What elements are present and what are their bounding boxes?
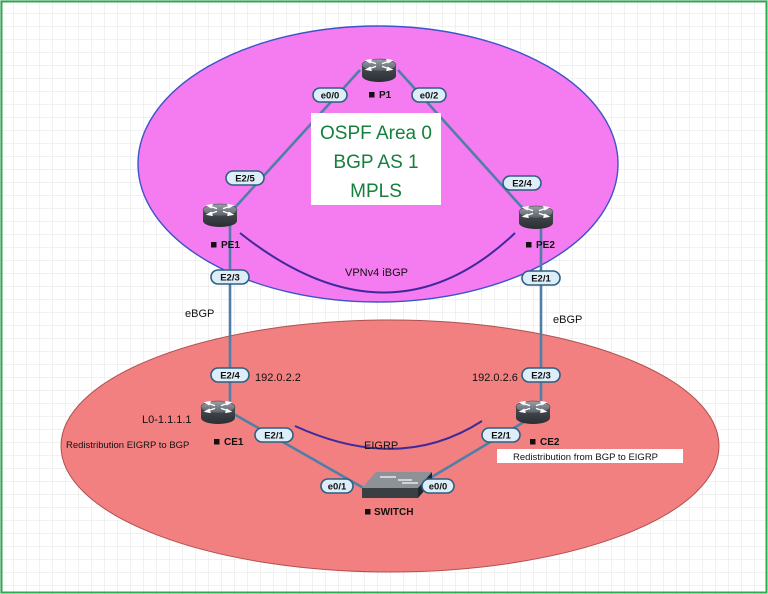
iface-pe1-e2-5[interactable]: E2/5: [225, 170, 265, 186]
iface-p1-e0-0[interactable]: e0/0: [312, 87, 348, 103]
iface-p1-e0-2[interactable]: e0/2: [411, 87, 447, 103]
iface-ce2-e2-1[interactable]: E2/1: [481, 427, 521, 443]
iface-label: e0/1: [328, 482, 347, 493]
iface-label: E2/3: [531, 371, 551, 382]
router-ce2[interactable]: CE2: [515, 400, 560, 448]
redistribution-ce2-label: Redistribution from BGP to EIGRP: [513, 452, 658, 463]
square-marker-icon: [530, 439, 536, 445]
loopback-label: L0-1.1.1.1: [142, 414, 192, 426]
vpnv4-session-curve: [239, 232, 516, 294]
core-line-1: OSPF Area 0: [320, 123, 432, 144]
square-marker-icon: [365, 509, 371, 515]
iface-pe1-e2-3[interactable]: E2/3: [210, 269, 250, 285]
eigrp-label: EIGRP: [364, 440, 398, 452]
iface-ce1-e2-4[interactable]: E2/4: [210, 367, 250, 383]
iface-label: E2/4: [220, 371, 240, 382]
device-name-pe2: PE2: [536, 240, 555, 251]
square-marker-icon: [369, 92, 375, 98]
iface-switch-e0-0[interactable]: e0/0: [421, 478, 455, 494]
iface-label: E2/1: [491, 431, 511, 442]
device-name-switch: SWITCH: [374, 507, 413, 518]
square-marker-icon: [214, 439, 220, 445]
iface-label: E2/4: [512, 179, 532, 190]
iface-ce1-e2-1[interactable]: E2/1: [254, 427, 294, 443]
router-icon: [200, 400, 236, 425]
core-info-box: OSPF Area 0 BGP AS 1 MPLS: [311, 113, 441, 205]
ce1-ip-label: 192.0.2.2: [255, 372, 301, 384]
iface-pe2-e2-4[interactable]: E2/4: [502, 175, 542, 191]
router-icon: [202, 203, 238, 228]
device-name-pe1: PE1: [221, 240, 240, 251]
router-icon: [515, 400, 551, 425]
router-icon: [518, 205, 554, 230]
iface-label: E2/3: [220, 273, 240, 284]
iface-label: E2/1: [264, 431, 284, 442]
iface-label: e0/2: [420, 91, 439, 102]
ce2-ip-label: 192.0.2.6: [472, 372, 518, 384]
ebgp-label-right: eBGP: [553, 314, 582, 326]
redistribution-ce2-note: Redistribution from BGP to EIGRP: [497, 449, 683, 463]
square-marker-icon: [211, 242, 217, 248]
link-ce1-switch: [231, 411, 368, 492]
switch-icon: [362, 472, 432, 498]
iface-label: e0/0: [429, 482, 448, 493]
eigrp-session-curve: [294, 420, 483, 450]
iface-pe2-e2-1[interactable]: E2/1: [521, 270, 561, 286]
customer-eigrp-area: [60, 319, 720, 573]
switch-device[interactable]: SWITCH: [362, 472, 432, 518]
iface-label: E2/5: [235, 174, 255, 185]
router-pe2[interactable]: PE2: [518, 205, 555, 251]
router-icon: [361, 58, 397, 83]
router-pe1[interactable]: PE1: [202, 203, 240, 251]
redistribution-ce1-label: Redistribution EIGRP to BGP: [66, 440, 189, 451]
iface-ce2-e2-3[interactable]: E2/3: [521, 367, 561, 383]
device-name-p1: P1: [379, 90, 392, 101]
device-name-ce2: CE2: [540, 437, 560, 448]
iface-switch-e0-1[interactable]: e0/1: [320, 478, 354, 494]
vpnv4-label: VPNv4 iBGP: [345, 267, 408, 279]
device-name-ce1: CE1: [224, 437, 244, 448]
iface-label: e0/0: [321, 91, 340, 102]
square-marker-icon: [526, 242, 532, 248]
iface-label: E2/1: [531, 274, 551, 285]
router-p1[interactable]: P1: [361, 58, 397, 101]
ebgp-label-left: eBGP: [185, 308, 214, 320]
core-line-2: BGP AS 1: [333, 152, 418, 173]
core-line-3: MPLS: [350, 181, 402, 202]
router-ce1[interactable]: CE1: [200, 400, 244, 448]
